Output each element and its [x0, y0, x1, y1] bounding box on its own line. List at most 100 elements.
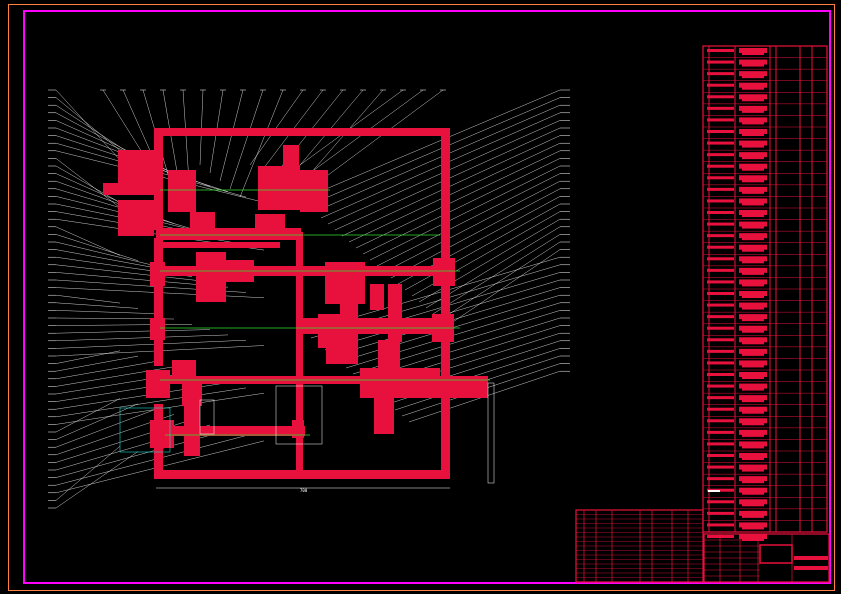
leader-line — [55, 451, 139, 509]
overall-dimension-label: 700 — [300, 488, 308, 493]
parts-list-entry-material — [742, 503, 764, 507]
parts-list-entry-material — [742, 306, 764, 310]
parts-list-entry-material — [742, 514, 764, 518]
parts-list-entry-code — [739, 291, 767, 296]
parts-list-entry-name — [707, 500, 734, 504]
parts-list-entry-name — [707, 384, 734, 388]
parts-list-entry-material — [742, 410, 764, 414]
parts-list-entry-material — [742, 133, 764, 136]
parts-list-entry-code — [739, 464, 767, 470]
parts-list-entry-material — [742, 260, 764, 264]
parts-list-entry-material — [742, 237, 764, 241]
parts-list-entry-name — [707, 373, 734, 376]
parts-list-entry-code — [739, 267, 767, 273]
parts-list-entry-material — [742, 538, 764, 541]
parts-list-entry-code — [739, 140, 767, 146]
parts-list-entry-material — [742, 121, 764, 125]
parts-list-entry-code — [739, 129, 767, 134]
parts-list-entry-material — [742, 86, 764, 90]
parts-list-entry-material — [742, 387, 764, 391]
parts-list-entry-code — [739, 256, 767, 262]
parts-list-entry-code — [739, 117, 767, 123]
parts-list-entry-code — [739, 476, 767, 482]
drawing-number-field — [794, 556, 828, 560]
sheet-frame — [8, 4, 835, 591]
organization-field — [794, 566, 828, 570]
parts-list-entry-material — [742, 156, 764, 160]
leader-line — [55, 435, 247, 486]
leader-line — [55, 310, 157, 314]
parts-list-entry-code — [739, 105, 767, 111]
parts-list-entry-code — [739, 395, 767, 401]
parts-list-entry-material — [742, 445, 764, 449]
leader-line — [313, 105, 561, 213]
leader-line — [306, 97, 561, 207]
parts-list-entry-material — [742, 225, 764, 229]
parts-list-entry-code — [739, 383, 767, 389]
parts-list-entry-name — [707, 477, 734, 481]
leader-line — [55, 334, 229, 341]
title-block[interactable] — [703, 533, 830, 583]
parts-list-entry-material — [742, 109, 764, 113]
parts-list-entry-name — [707, 211, 734, 214]
parts-list-entry-name — [707, 326, 734, 330]
parts-list-table[interactable] — [702, 45, 828, 541]
leader-line — [55, 387, 247, 417]
leader-line — [439, 241, 561, 321]
parts-list-entry-name — [707, 523, 734, 527]
parts-list-entry-name — [707, 292, 734, 295]
parts-list-entry-name — [707, 118, 734, 122]
parts-list-entry-material — [742, 190, 764, 194]
leader-line — [55, 446, 121, 501]
parts-list-entry-name — [707, 303, 734, 307]
parts-list-entry-material — [742, 399, 764, 403]
parts-list-entry-name — [707, 535, 734, 538]
leader-line — [320, 112, 561, 219]
leader-line — [55, 264, 211, 283]
revision-block[interactable] — [575, 509, 704, 583]
leader-line — [55, 241, 157, 267]
parts-list-entry-material — [742, 376, 764, 379]
parts-list-entry-material — [742, 144, 764, 148]
gearbox-housing-section[interactable] — [103, 128, 488, 479]
parts-list-entry-name — [707, 60, 734, 64]
parts-list-entry-material — [742, 283, 764, 287]
parts-list-entry-name — [707, 153, 734, 157]
parts-list-entry-material — [742, 318, 764, 322]
leader-line — [249, 89, 304, 166]
leader-line — [55, 329, 211, 334]
parts-list-entry-code — [739, 348, 767, 354]
parts-list-entry-name — [707, 442, 734, 446]
parts-list-entry-material — [742, 433, 764, 437]
parts-list-entry-material — [742, 422, 764, 426]
parts-list-entry-material — [742, 98, 764, 102]
leader-line — [55, 302, 139, 309]
parts-list-entry-code — [739, 522, 767, 528]
parts-list-entry-name — [707, 430, 734, 434]
parts-list-entry-name — [707, 268, 734, 272]
parts-list-entry-material — [742, 202, 764, 206]
parts-list-entry-code — [739, 453, 767, 458]
parts-list-entry-material — [742, 468, 764, 472]
parts-list-entry-material — [742, 248, 764, 252]
parts-list-entry-material — [742, 364, 764, 368]
center-lines — [160, 189, 490, 436]
leader-line — [55, 350, 121, 364]
parts-list-entry-material — [742, 329, 764, 333]
parts-list-entry-name — [707, 511, 734, 515]
parts-list-entry-name — [707, 488, 734, 492]
leader-line — [404, 203, 561, 291]
parts-list-entry-code — [739, 221, 767, 227]
parts-list-entry-material — [742, 352, 764, 356]
parts-list-entry-code — [739, 487, 767, 493]
parts-list-entry-name — [707, 95, 734, 99]
parts-list-entry-material — [742, 480, 764, 484]
parts-list-entry-name — [707, 315, 734, 319]
leader-line — [55, 324, 193, 326]
parts-list-entry-code — [739, 360, 767, 366]
leader-line — [376, 173, 561, 267]
parts-list-entry-name — [707, 465, 734, 469]
leader-line — [199, 89, 204, 166]
